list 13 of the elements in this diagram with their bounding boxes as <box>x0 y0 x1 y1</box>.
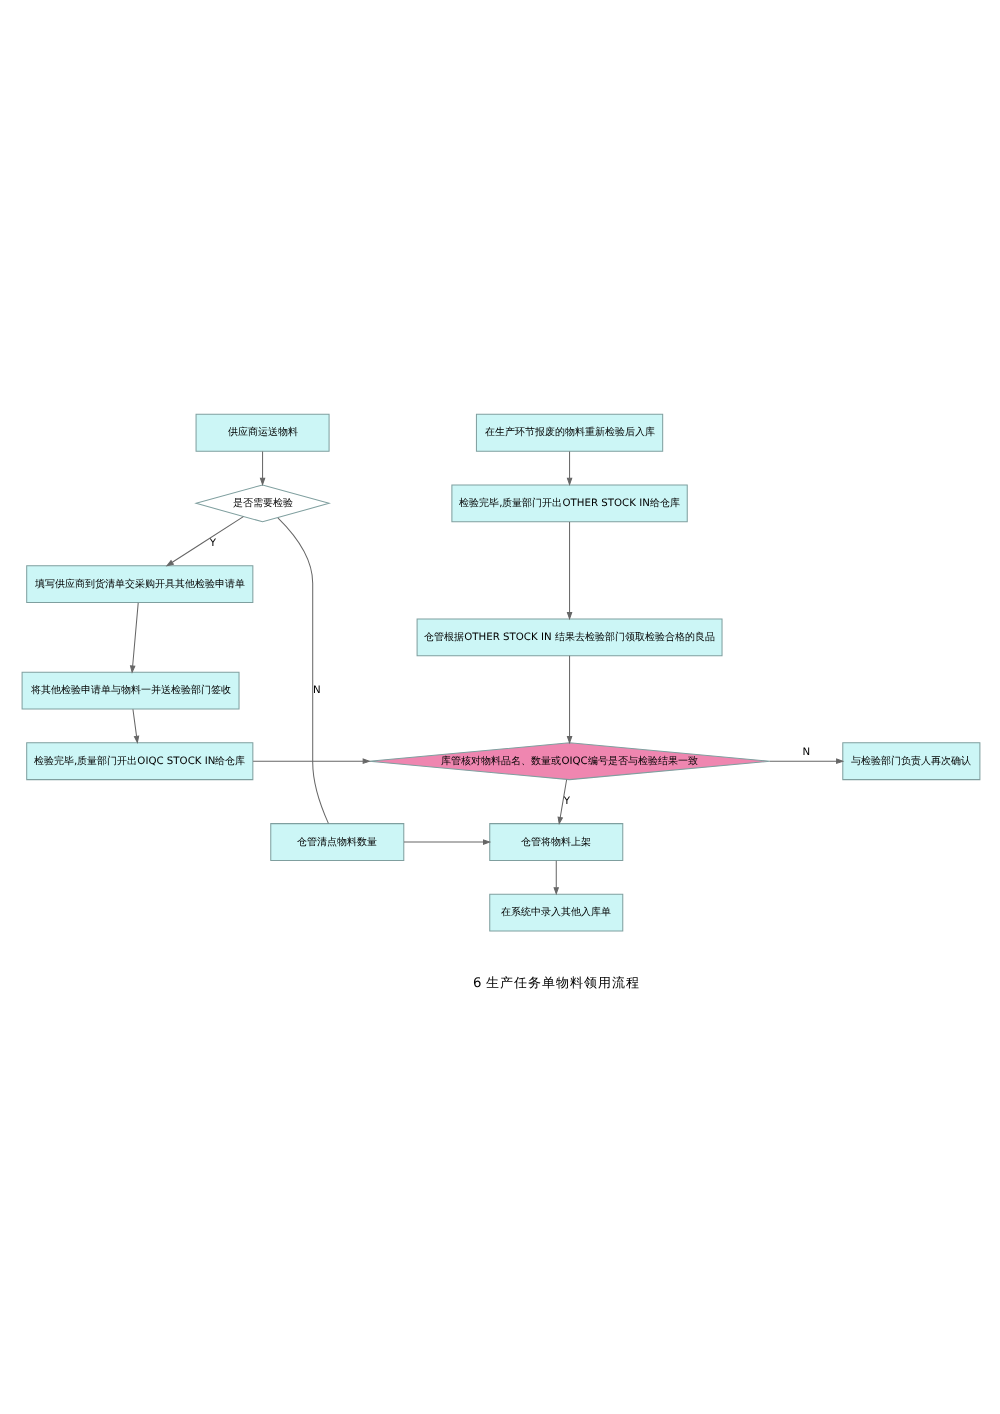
connector <box>276 516 328 823</box>
arrow <box>164 515 243 566</box>
arrow <box>565 520 572 620</box>
arrow <box>131 707 139 743</box>
arrow <box>552 859 559 895</box>
arrow <box>128 601 138 673</box>
arrow <box>258 449 265 486</box>
arrow <box>768 757 844 764</box>
arrow <box>565 449 572 486</box>
arrow <box>565 654 572 744</box>
arrow <box>402 838 491 844</box>
arrow <box>556 778 567 825</box>
arrow <box>251 757 370 764</box>
